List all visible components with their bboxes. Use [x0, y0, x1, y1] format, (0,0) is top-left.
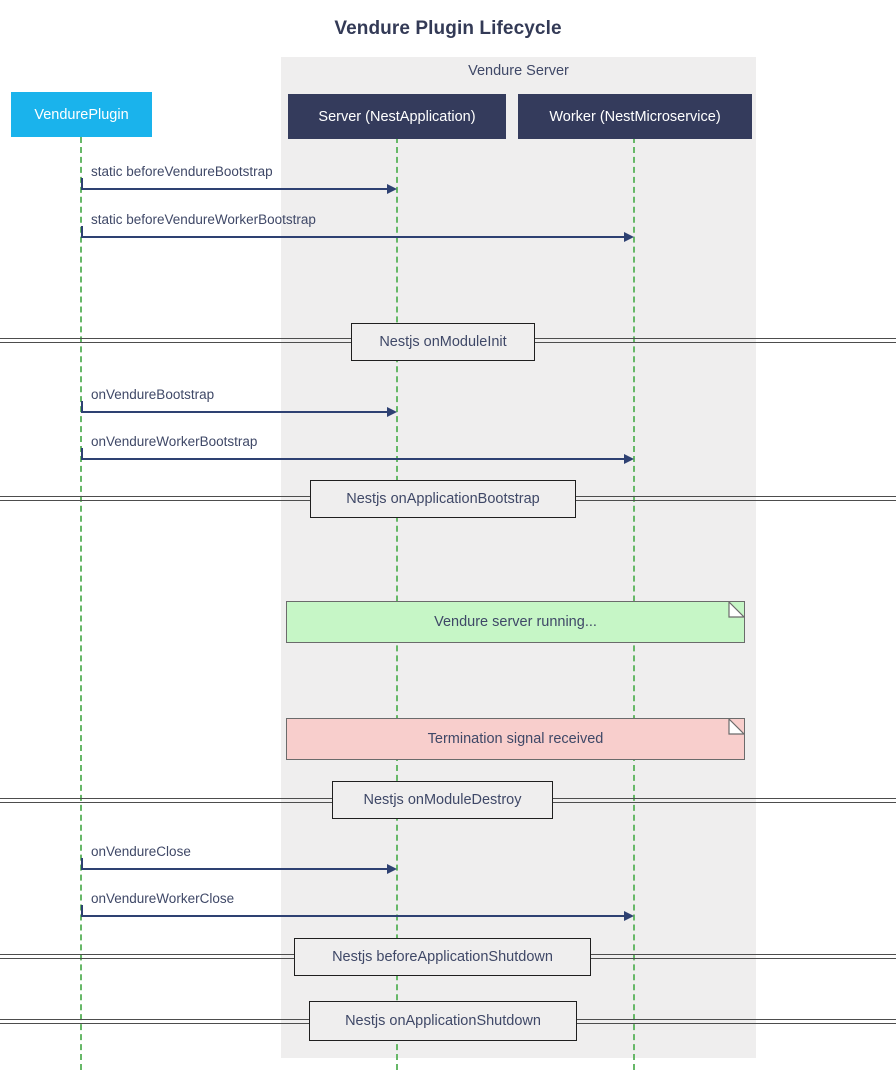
message-arrowhead-1	[387, 184, 397, 194]
note-vendure-server-running: Vendure server running...	[286, 601, 745, 643]
message-arrow-static-before-vendure-worker-bootstrap	[81, 236, 624, 238]
message-label-on-vendure-worker-close: onVendureWorkerClose	[91, 891, 235, 906]
actor-label-server: Server (NestApplication)	[318, 108, 476, 125]
actor-label-worker: Worker (NestMicroservice)	[549, 108, 721, 125]
message-label-on-vendure-close: onVendureClose	[91, 844, 191, 859]
divider-on-module-destroy: Nestjs onModuleDestroy	[332, 781, 553, 819]
message-arrow-on-vendure-bootstrap	[81, 411, 387, 413]
message-tail-3	[81, 401, 83, 412]
message-tail-4	[81, 448, 83, 459]
message-arrow-static-before-vendure-bootstrap	[81, 188, 387, 190]
divider-before-application-shutdown: Nestjs beforeApplicationShutdown	[294, 938, 591, 976]
message-arrowhead-2	[624, 232, 634, 242]
message-arrowhead-5	[387, 864, 397, 874]
message-arrowhead-6	[624, 911, 634, 921]
message-label-static-before-vendure-bootstrap: static beforeVendureBootstrap	[91, 164, 273, 179]
group-vendure-server	[281, 57, 756, 1058]
message-arrowhead-3	[387, 407, 397, 417]
message-arrow-on-vendure-worker-close	[81, 915, 624, 917]
message-tail-1	[81, 178, 83, 189]
group-label-vendure-server: Vendure Server	[468, 63, 569, 79]
message-tail-5	[81, 858, 83, 869]
message-tail-2	[81, 226, 83, 237]
message-label-on-vendure-worker-bootstrap: onVendureWorkerBootstrap	[91, 434, 258, 449]
divider-label-on-application-shutdown: Nestjs onApplicationShutdown	[345, 1013, 541, 1029]
message-arrow-on-vendure-close	[81, 868, 387, 870]
message-label-on-vendure-bootstrap: onVendureBootstrap	[91, 387, 215, 402]
note-fold-corner-icon-2	[728, 719, 744, 735]
note-termination-signal-received: Termination signal received	[286, 718, 745, 760]
actor-label-vendure-plugin: VendurePlugin	[34, 106, 129, 123]
message-arrowhead-4	[624, 454, 634, 464]
actor-server[interactable]: Server (NestApplication)	[288, 94, 506, 139]
note-fold-corner-icon	[728, 602, 744, 618]
message-arrow-on-vendure-worker-bootstrap	[81, 458, 624, 460]
lifeline-vendure-plugin	[80, 137, 82, 1070]
divider-on-application-bootstrap: Nestjs onApplicationBootstrap	[310, 480, 576, 518]
divider-label-on-module-init: Nestjs onModuleInit	[379, 334, 507, 350]
divider-on-module-init: Nestjs onModuleInit	[351, 323, 535, 361]
divider-label-before-application-shutdown: Nestjs beforeApplicationShutdown	[332, 949, 553, 965]
message-tail-6	[81, 905, 83, 916]
note-label-termination-signal-received: Termination signal received	[427, 731, 604, 747]
divider-label-on-application-bootstrap: Nestjs onApplicationBootstrap	[346, 491, 540, 507]
divider-on-application-shutdown: Nestjs onApplicationShutdown	[309, 1001, 577, 1041]
page-title: Vendure Plugin Lifecycle	[334, 18, 562, 39]
note-label-vendure-server-running: Vendure server running...	[434, 614, 597, 630]
message-label-static-before-vendure-worker-bootstrap: static beforeVendureWorkerBootstrap	[91, 212, 316, 227]
actor-vendure-plugin[interactable]: VendurePlugin	[11, 92, 152, 137]
divider-label-on-module-destroy: Nestjs onModuleDestroy	[363, 792, 522, 808]
actor-worker[interactable]: Worker (NestMicroservice)	[518, 94, 752, 139]
